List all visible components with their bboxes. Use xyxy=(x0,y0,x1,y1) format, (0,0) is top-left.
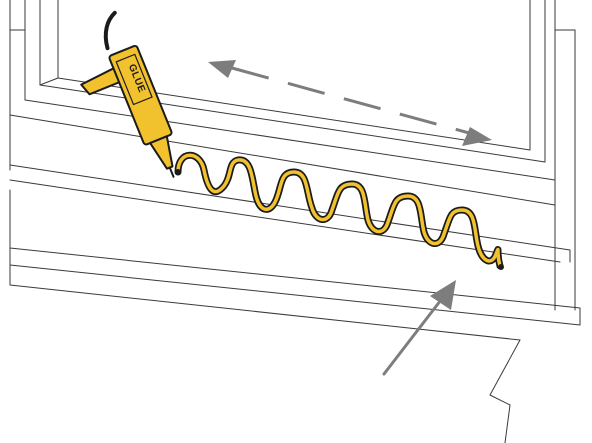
glue-bead xyxy=(174,151,504,270)
arrow-head-left-icon xyxy=(208,60,236,78)
window-sill xyxy=(9,114,571,263)
bead-start-dot xyxy=(175,169,181,175)
plunger-rod xyxy=(103,10,117,51)
pointer-arrow-head-icon xyxy=(430,280,456,310)
glue-label-panel xyxy=(115,53,153,106)
nozzle-tip xyxy=(168,166,175,178)
pointer-arrow xyxy=(382,280,456,376)
bead-end-dot xyxy=(498,264,504,270)
arrow-head-right-icon xyxy=(462,127,492,146)
glue-gun: GLUE xyxy=(80,10,175,178)
glue-nozzle xyxy=(149,135,174,170)
window-frame xyxy=(9,0,576,311)
direction-arrow xyxy=(208,60,492,146)
glue-bead-path xyxy=(174,151,504,270)
wall-apron xyxy=(9,189,581,443)
glue-bead-fill xyxy=(176,153,502,268)
